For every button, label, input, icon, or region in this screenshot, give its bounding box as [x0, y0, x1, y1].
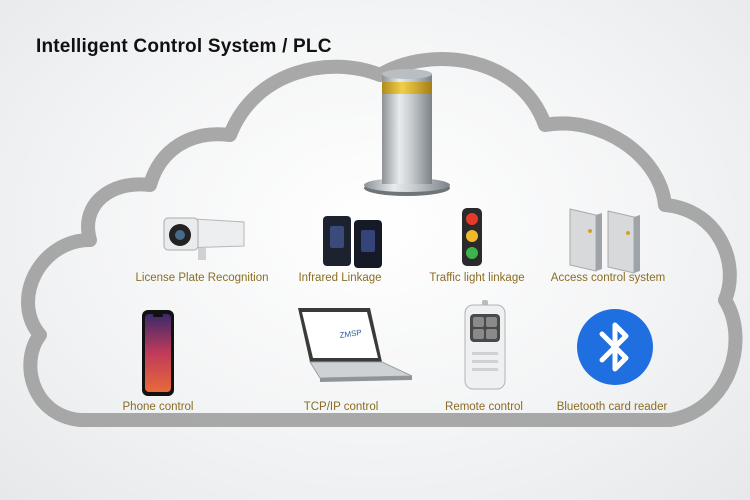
- device-label-remote: Remote control: [445, 401, 523, 413]
- device-label-tcpip: TCP/IP control: [303, 401, 379, 413]
- device-label-infrared: Infrared Linkage: [298, 272, 382, 284]
- remote-icon: [464, 300, 506, 390]
- device-label-access-control: Access control system: [550, 272, 666, 284]
- turnstile-icon: [569, 208, 640, 274]
- traffic-light-icon: [462, 208, 482, 266]
- page-title: Intelligent Control System / PLC: [36, 36, 332, 57]
- laptop-icon: ZMSP: [298, 308, 413, 382]
- bluetooth-icon: [577, 309, 653, 385]
- camera-icon: [163, 217, 245, 260]
- phone-icon: [142, 310, 174, 396]
- device-label-license-plate: License Plate Recognition: [135, 272, 269, 284]
- device-label-traffic-light: Traffic light linkage: [429, 272, 525, 284]
- infrared-sensor-icon: [323, 216, 382, 268]
- bollard-icon: [364, 69, 450, 196]
- svg-text:ZMSP: ZMSP: [339, 328, 362, 340]
- device-label-phone: Phone control: [122, 401, 194, 413]
- device-label-bluetooth: Bluetooth card reader: [556, 401, 668, 413]
